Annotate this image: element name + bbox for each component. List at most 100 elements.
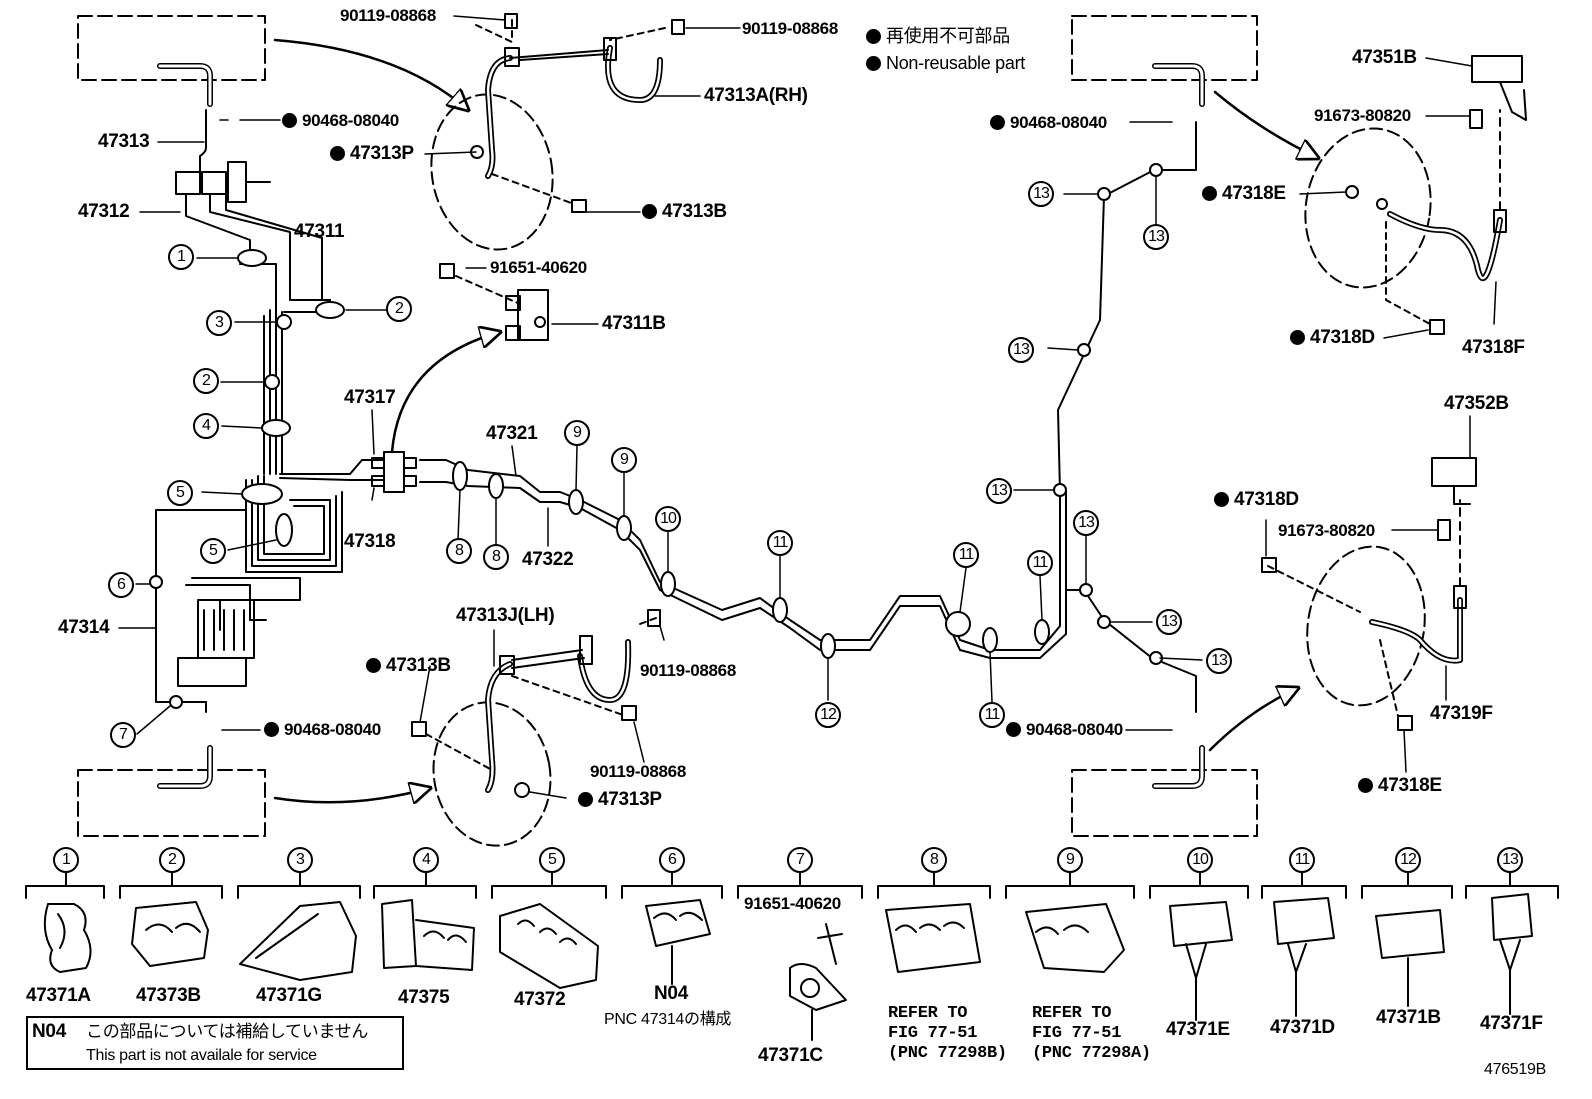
bracket-47311B [439, 263, 549, 341]
label-90119-a: 90119-08868 [340, 6, 436, 25]
callout-11-c: 11 [979, 702, 1005, 728]
table-part-47371D: 47371D [1270, 1017, 1335, 1038]
leader-lines [118, 15, 1497, 799]
label-90119-b: 90119-08868 [742, 19, 838, 38]
callout-7: 7 [110, 722, 136, 748]
table-key-7: 7 [787, 847, 813, 873]
hose-stub-tl [157, 63, 213, 107]
label-47322: 47322 [522, 549, 574, 570]
table-key-11: 11 [1289, 847, 1315, 873]
callout-3: 3 [206, 310, 232, 336]
callout-13-g: 13 [1206, 648, 1232, 674]
label-47311B: 47311B [602, 313, 666, 334]
wheel-box-front-left [77, 15, 266, 81]
table-part-47371F: 47371F [1480, 1013, 1543, 1034]
table-key-3: 3 [287, 847, 313, 873]
table-key-6: 6 [659, 847, 685, 873]
table-part-47372: 47372 [514, 989, 566, 1010]
flex-hose-rear-lh [411, 609, 661, 798]
callout-13-c: 13 [1143, 224, 1169, 250]
table-ref-9-line2: FIG 77-51 [1032, 1024, 1122, 1043]
label-47321: 47321 [486, 423, 538, 444]
clamp-table-brackets [25, 871, 1559, 899]
label-90468-tr: 90468-08040 [990, 113, 1107, 133]
label-47318F: 47318F [1462, 337, 1525, 358]
callout-5-lower: 5 [200, 538, 226, 564]
label-91673-b: 91673-80820 [1278, 521, 1375, 540]
table-part-47371E: 47371E [1166, 1019, 1230, 1040]
note-code: N04 [32, 1021, 66, 1042]
label-90119-d: 90119-08868 [590, 762, 686, 781]
note-en: This part is not availale for service [86, 1047, 317, 1064]
callout-6: 6 [108, 572, 134, 598]
label-91673-a: 91673-80820 [1314, 106, 1411, 125]
table-part-47373B: 47373B [136, 985, 201, 1006]
label-47313P-top: 47313P [330, 144, 414, 164]
clamp-sketches [43, 893, 1533, 1041]
callout-9-a: 9 [564, 420, 590, 446]
legend-jp: 再使用不可部品 [866, 26, 1010, 46]
table-part-47371A: 47371A [26, 985, 91, 1006]
label-47318D-bot: 47318D [1214, 490, 1299, 510]
callout-1: 1 [168, 244, 194, 270]
label-47313B-bot: 47313B [366, 656, 451, 676]
table-ref-9-line3: (PNC 77298A) [1032, 1044, 1151, 1063]
table-part-47371C: 47371C [758, 1045, 823, 1066]
label-90119-c: 90119-08868 [640, 661, 736, 680]
callout-12: 12 [815, 702, 841, 728]
master-cylinder-lines [155, 109, 385, 713]
table-part-47371B: 47371B [1376, 1007, 1441, 1028]
label-47318D-top: 47318D [1290, 328, 1375, 348]
note-jp: この部品については補給していません [86, 1022, 369, 1041]
diagram-code: 476519B [1484, 1061, 1546, 1078]
callout-13-a: 13 [1073, 510, 1099, 536]
callout-2-upper: 2 [386, 296, 412, 322]
label-47313J: 47313J(LH) [456, 605, 555, 626]
table-part-47371G: 47371G [256, 985, 322, 1006]
legend-en: Non-reusable part [866, 53, 1025, 73]
table-ref-8-line3: (PNC 77298B) [888, 1044, 1007, 1063]
label-47311: 47311 [294, 221, 345, 242]
callout-11-b: 11 [953, 542, 979, 568]
callout-5-upper: 5 [167, 480, 193, 506]
label-47312: 47312 [78, 201, 130, 222]
label-47351B: 47351B [1352, 47, 1417, 68]
callout-10: 10 [655, 506, 681, 532]
table-key-2: 2 [159, 847, 185, 873]
table-sub-91651: 91651-40620 [744, 894, 841, 913]
label-47318E-bot: 47318E [1358, 776, 1442, 796]
label-47313: 47313 [98, 131, 150, 152]
label-47313P-bot: 47313P [578, 790, 662, 810]
label-91651-mid: 91651-40620 [490, 258, 587, 277]
callout-11-d: 11 [1027, 550, 1053, 576]
table-ref-8-line1: REFER TO [888, 1004, 968, 1023]
table-key-9: 9 [1057, 847, 1083, 873]
table-key-4: 4 [413, 847, 439, 873]
table-key-13: 13 [1497, 847, 1523, 873]
table-part-47375: 47375 [398, 987, 450, 1008]
table-sub-N04: PNC 47314の構成 [604, 1011, 732, 1028]
flex-hose-front-rh [470, 13, 685, 213]
label-90468-br: 90468-08040 [1006, 720, 1123, 740]
table-ref-8-line2: FIG 77-51 [888, 1024, 978, 1043]
table-key-10: 10 [1187, 847, 1213, 873]
wheel-box-rear-left [77, 769, 266, 837]
table-key-8: 8 [921, 847, 947, 873]
label-47352B: 47352B [1444, 393, 1509, 414]
label-47318E-top: 47318E [1202, 184, 1286, 204]
callout-13-d: 13 [1008, 337, 1034, 363]
table-key-12: 12 [1395, 847, 1421, 873]
table-ref-9-line1: REFER TO [1032, 1004, 1112, 1023]
callout-13-f: 13 [1156, 609, 1182, 635]
callout-8-b: 8 [483, 544, 509, 570]
clip-markers [149, 163, 1163, 709]
label-47317: 47317 [344, 387, 396, 408]
flex-hose-front-lh [1345, 55, 1527, 335]
label-90468-bl: 90468-08040 [264, 720, 381, 740]
label-47313B-top: 47313B [642, 202, 727, 222]
wheel-box-front-right [1071, 15, 1258, 81]
callout-13-e: 13 [986, 478, 1012, 504]
callout-4: 4 [193, 413, 219, 439]
